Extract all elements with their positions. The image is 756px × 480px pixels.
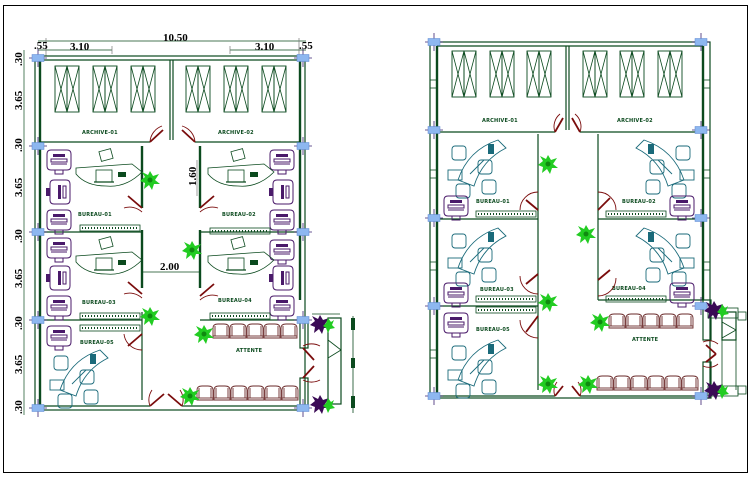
dim-corridor-width: 1.60	[187, 166, 199, 186]
room-label-office-2: BUREAU-02	[222, 212, 256, 218]
doors-plan-b	[519, 113, 719, 397]
room-label-archive-right: ARCHIVE-02	[218, 130, 254, 136]
dim-v-1: 3.65	[13, 90, 25, 110]
dim-v-2: .30	[13, 138, 25, 152]
room-label-b-office-2: BUREAU-02	[622, 199, 656, 205]
room-label-b-archive-right: ARCHIVE-02	[617, 118, 653, 124]
room-label-b-office-3: BUREAU-03	[480, 287, 514, 293]
room-label-b-office-1: BUREAU-01	[476, 199, 510, 205]
dim-v-7: 3.65	[13, 354, 25, 374]
furniture-plan-b	[443, 139, 699, 399]
dim-corner-right: .55	[299, 40, 313, 52]
corridor-dimensions: 1.60 2.00	[160, 160, 199, 273]
floor-plan-a: 10.50 3.10 3.10 .55 .55 .30 3.65 .30 3.6…	[13, 32, 355, 418]
room-label-b-waiting: ATTENTE	[632, 337, 659, 343]
dim-corner-left: .55	[34, 40, 48, 52]
dim-v-8: .30	[13, 400, 25, 414]
room-label-waiting: ATTENTE	[236, 348, 263, 354]
dim-v-5: 3.65	[13, 268, 25, 288]
room-label-b-office-4: BUREAU-04	[612, 286, 646, 292]
room-label-office-5: BUREAU-05	[80, 340, 114, 346]
dim-v-4: .30	[13, 229, 25, 243]
sheet-frame	[3, 5, 748, 473]
room-label-office-1: BUREAU-01	[78, 212, 112, 218]
dim-left-segment: 3.10	[70, 41, 90, 53]
dim-v-3: 3.65	[13, 177, 25, 197]
floor-plan-b: ARCHIVE-01 ARCHIVE-02 BUREAU-01 BUREAU-0…	[424, 32, 747, 406]
room-label-office-4: BUREAU-04	[218, 298, 252, 304]
doors-plan-a	[123, 125, 321, 407]
dim-lobby-width: 2.00	[160, 261, 180, 273]
room-label-b-archive-left: ARCHIVE-01	[482, 118, 518, 124]
dim-v-0: .30	[13, 52, 25, 66]
dim-overall-width: 10.50	[163, 32, 188, 44]
dim-right-segment: 3.10	[255, 41, 275, 53]
room-label-office-3: BUREAU-03	[82, 300, 116, 306]
top-dimensions: 10.50 3.10 3.10 .55 .55	[34, 32, 313, 56]
plants-plan-b	[538, 155, 729, 400]
room-label-b-office-5: BUREAU-05	[476, 327, 510, 333]
dim-v-6: .30	[13, 316, 25, 330]
left-dimensions: .30 3.65 .30 3.65 .30 3.65 .30 3.65 .30	[13, 50, 25, 415]
furniture-plan-a	[45, 148, 299, 409]
archive-cabinets-plan-b	[451, 50, 683, 98]
room-label-archive-left: ARCHIVE-01	[82, 130, 118, 136]
